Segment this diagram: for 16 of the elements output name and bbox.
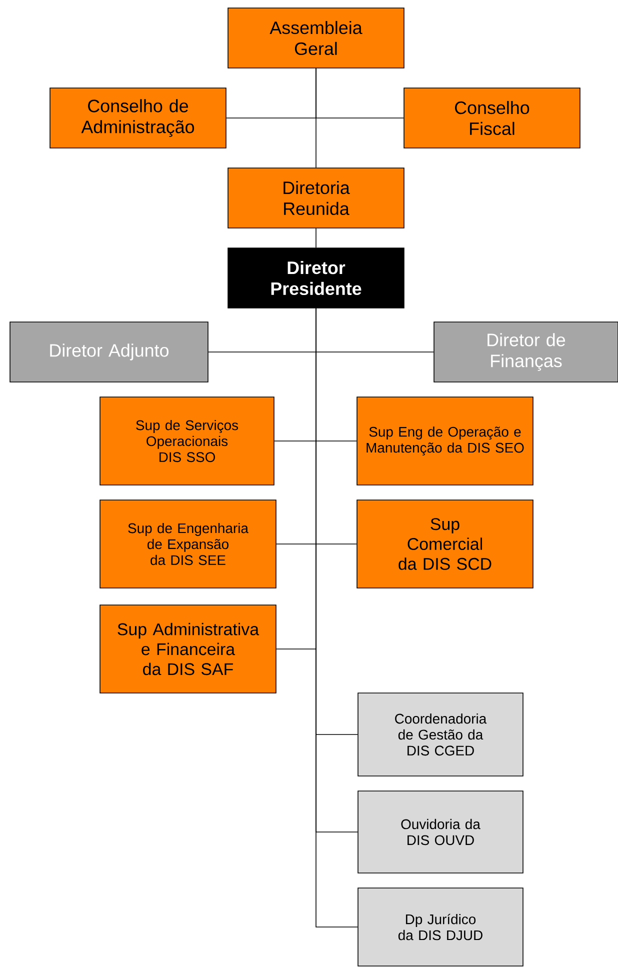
org-box: Coordenadoria de Gestão da DIS CGED: [358, 692, 524, 776]
org-box: Sup de Serviços Operacionais DIS SSO: [100, 396, 274, 486]
org-box: Diretoria Reunida: [228, 168, 404, 228]
org-box: Sup Comercial da DIS SCD: [356, 500, 534, 588]
org-box: Assembleia Geral: [228, 8, 404, 68]
org-box: Conselho Fiscal: [404, 88, 580, 148]
org-box: Sup Administrativa e Financeira da DIS SAF: [100, 604, 276, 694]
org-box: Conselho de Administração: [50, 88, 226, 148]
org-box: Dp Jurídico da DIS DJUD: [358, 888, 524, 966]
org-box: Diretor Adjunto: [10, 322, 208, 382]
org-box: Ouvidoria da DIS OUVD: [358, 790, 524, 874]
connector-line: [316, 308, 358, 928]
org-box: Sup Eng de Operação e Manutenção da DIS SEO: [356, 396, 534, 486]
org-box: Sup de Engenharia de Expansão da DIS SEE: [100, 500, 276, 588]
highlighted-box: Diretor Presidente: [228, 248, 404, 308]
org-box: Diretor de Finanças: [434, 322, 618, 382]
